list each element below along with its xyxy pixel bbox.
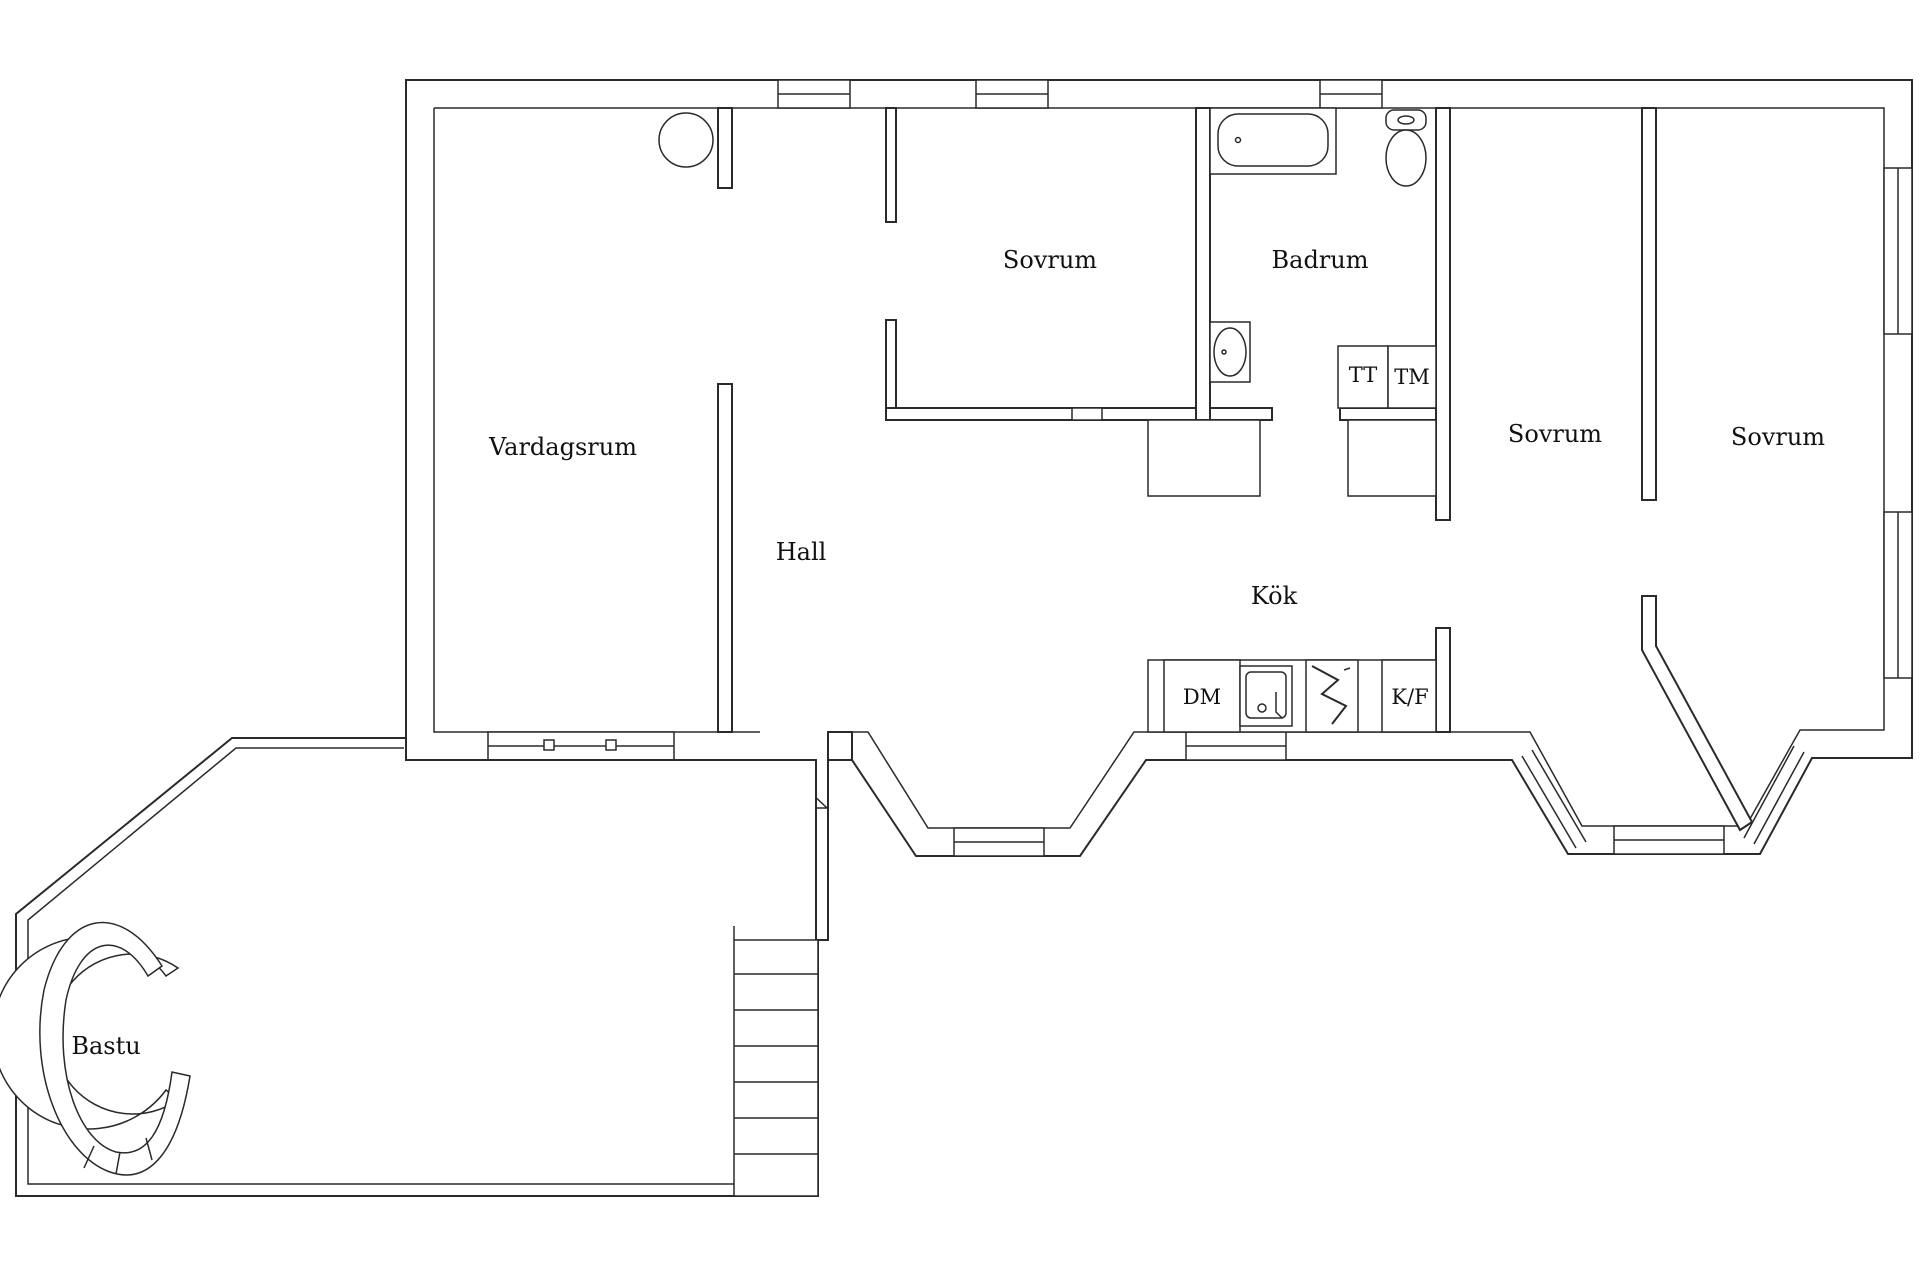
closet <box>1147 419 1261 497</box>
room-label-hall: Hall <box>776 538 827 566</box>
windows <box>487 79 1913 857</box>
tt-label: TT <box>1349 363 1377 387</box>
kitchen-sink-icon <box>1239 665 1293 727</box>
interior-walls <box>717 107 1754 832</box>
stairs-icon <box>733 926 819 1197</box>
room-label-vardagsrum: Vardagsrum <box>488 433 637 461</box>
room-label-sovrum-2: Sovrum <box>1508 420 1602 448</box>
closet <box>1347 419 1437 497</box>
kf-label: K/F <box>1391 685 1428 709</box>
bathtub-icon <box>1209 107 1337 175</box>
laundry-units: TT TM <box>1337 345 1437 409</box>
sauna-bench-icon <box>0 921 191 1176</box>
window <box>1521 755 1577 849</box>
round-column-icon <box>658 112 714 168</box>
room-label-bastu: Bastu <box>71 1032 140 1060</box>
sauna-annex-wall <box>15 737 819 1197</box>
dishwasher <box>1163 659 1241 733</box>
sauna-annex-inner-line <box>27 747 818 1185</box>
dm-label: DM <box>1183 685 1221 709</box>
stove-icon <box>1305 659 1359 733</box>
washbasin-icon <box>1209 321 1251 383</box>
kitchen-counter: DM K/F <box>1147 659 1437 733</box>
washing-machine <box>1387 345 1437 409</box>
room-label-sovrum-3: Sovrum <box>1731 423 1825 451</box>
fridge-freezer <box>1381 659 1437 733</box>
toilet-icon <box>1385 109 1427 187</box>
closets <box>1147 419 1437 497</box>
window <box>1753 751 1805 845</box>
tumble-dryer <box>1337 345 1389 409</box>
room-label-badrum: Badrum <box>1272 246 1369 274</box>
room-label-sovrum-1: Sovrum <box>1003 246 1097 274</box>
tm-label: TM <box>1394 365 1430 389</box>
room-label-kok: Kök <box>1251 582 1298 610</box>
